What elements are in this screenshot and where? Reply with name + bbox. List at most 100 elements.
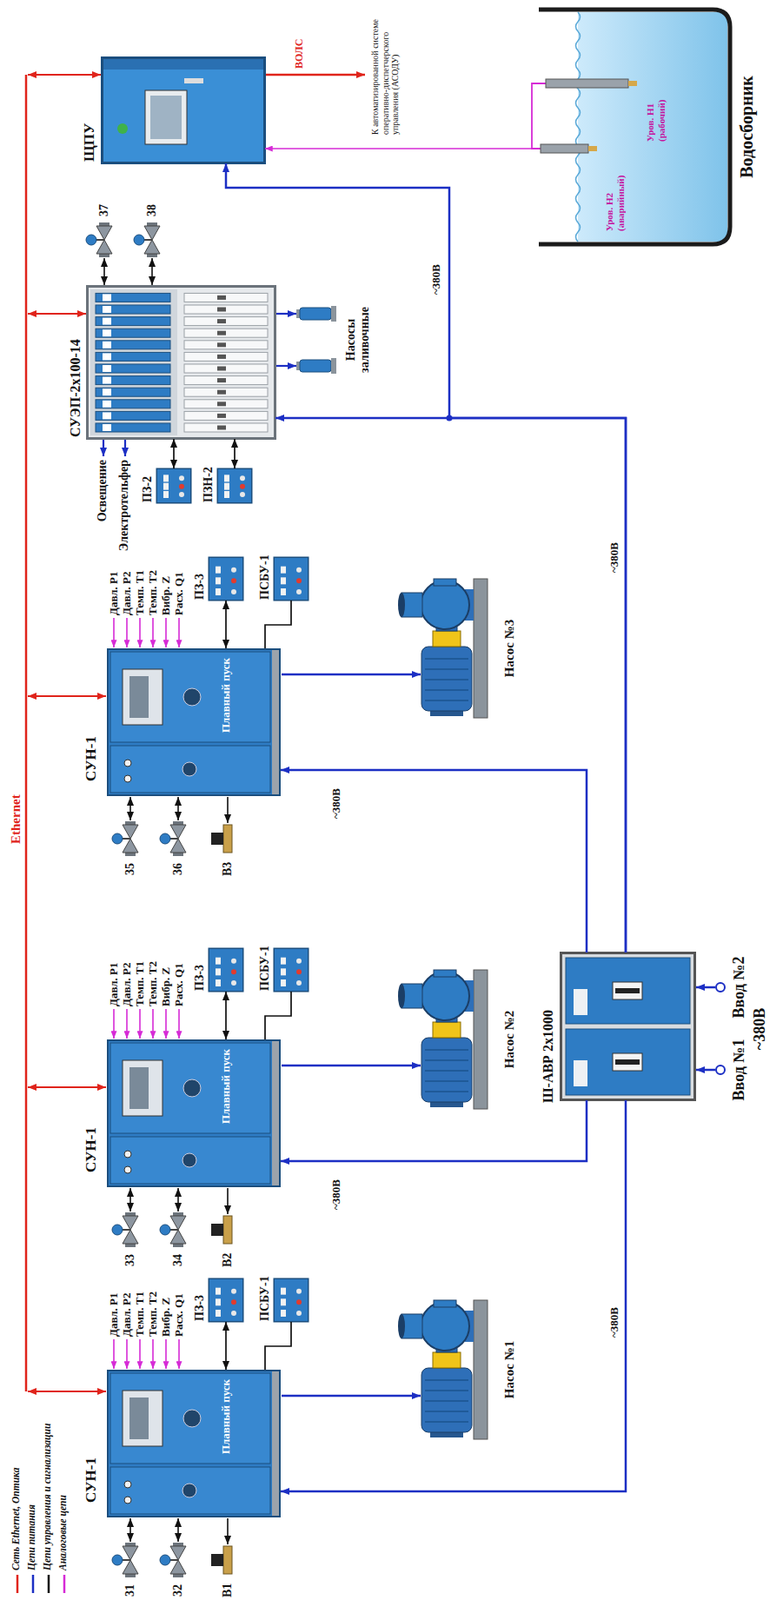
valve-body xyxy=(96,225,113,254)
suep-module-display xyxy=(102,424,112,432)
level-label: Уров. H1 (рабочий) xyxy=(644,87,667,142)
control-wire xyxy=(177,1187,180,1212)
link-label: ВОЛС xyxy=(293,39,306,69)
node-title: СУН-1 xyxy=(82,736,100,782)
motor-fin xyxy=(424,1420,469,1423)
control-line xyxy=(172,438,175,469)
suep-module-display xyxy=(102,388,112,396)
voltage-label: ~380В xyxy=(608,1305,622,1340)
protection-panel: ПЗН-2 xyxy=(217,468,253,504)
suep-module xyxy=(95,399,171,409)
suep-breaker xyxy=(184,387,268,397)
node-title: Водосборник xyxy=(736,9,757,245)
equipment-name: Насос №1 xyxy=(502,1317,518,1422)
suep-module-display xyxy=(102,318,112,326)
cabinet-door xyxy=(110,1373,271,1464)
panel-lamp xyxy=(239,491,246,498)
valve-body xyxy=(122,1215,139,1244)
analog-wire xyxy=(152,1008,154,1039)
suep-toggle xyxy=(217,354,226,359)
cabinet-knob xyxy=(183,1079,201,1097)
power-wire xyxy=(276,312,297,315)
suep-module-display xyxy=(102,341,112,349)
node-title: ПЗ-2 xyxy=(140,476,155,503)
voltage-label: ~380В xyxy=(430,262,444,297)
motor-fin xyxy=(424,1048,469,1051)
suep-module-display xyxy=(102,364,112,372)
panel-lamp xyxy=(239,484,246,490)
motor-fin xyxy=(424,678,469,681)
analog-wire xyxy=(152,1339,154,1369)
valve-flange xyxy=(146,222,158,226)
analog-wire xyxy=(165,1008,167,1039)
valve-flange xyxy=(172,1212,184,1216)
pump-volute xyxy=(420,580,470,630)
panel-body xyxy=(273,948,309,992)
valve-body xyxy=(122,824,139,853)
panel-lamp xyxy=(231,968,237,975)
pump-motor xyxy=(421,1037,472,1102)
protection-panel: ПЗ-3 xyxy=(208,1278,244,1322)
power-wire xyxy=(281,1394,421,1398)
pump-motor xyxy=(421,1367,472,1433)
control-wire xyxy=(226,1518,229,1545)
suep-toggle xyxy=(217,390,226,395)
pump-base xyxy=(473,578,488,718)
callout-number: 37 xyxy=(97,204,112,217)
ethernet-bus xyxy=(25,74,28,1392)
panel-indicator xyxy=(163,483,169,491)
solenoid-body xyxy=(223,1546,233,1574)
motor-cabinet: СУН-1Плавный пуск xyxy=(106,1369,281,1518)
suep-module xyxy=(95,351,171,361)
pump-flange xyxy=(398,592,405,618)
panel-lamp xyxy=(231,1299,237,1305)
panel-indicator xyxy=(280,957,286,965)
signal-name: Вибр. Z xyxy=(159,576,173,616)
control-line xyxy=(225,991,227,1040)
signal-name: Вибр. Z xyxy=(159,967,173,1007)
signal-name: Темп. T2 xyxy=(146,570,160,616)
signal-name: Давл. P1 xyxy=(107,1292,121,1337)
note: К автоматизированной системе оперативно-… xyxy=(370,4,401,135)
analog-wire xyxy=(152,617,154,648)
voltage-label: ~380В xyxy=(750,995,770,1062)
input-terminal xyxy=(716,982,725,992)
valve-flange xyxy=(125,1212,136,1216)
suep-module-display xyxy=(102,377,112,385)
cabinet-body xyxy=(106,1039,281,1188)
analog-wire xyxy=(139,617,141,648)
pump-volute xyxy=(420,1301,470,1351)
valve-body xyxy=(122,1546,139,1574)
sensor-wire xyxy=(531,83,546,149)
control-wire xyxy=(129,796,132,821)
cabinet-screen xyxy=(129,1067,149,1109)
panel-body xyxy=(208,1278,244,1322)
cabinet-door xyxy=(110,651,271,743)
suep-breaker xyxy=(184,399,268,409)
pump-suction xyxy=(433,1300,457,1308)
power-cabinet: СУЭП-2х100-14 xyxy=(86,285,276,439)
analog-line xyxy=(265,147,539,150)
cabinet-display xyxy=(122,669,163,725)
water-surface xyxy=(576,12,581,242)
power-wire xyxy=(281,1064,421,1068)
valve-actuator xyxy=(112,1224,123,1235)
panel-body xyxy=(208,948,244,992)
panel-lamp xyxy=(296,567,302,573)
signal-name: Расх. Q1 xyxy=(172,1293,186,1337)
cabinet-display xyxy=(122,1060,163,1116)
ats-cabinet: Ш-АВР 2х1000 xyxy=(560,952,696,1101)
panel-body xyxy=(273,1278,309,1322)
analog-wire xyxy=(178,1008,180,1039)
control-wire xyxy=(177,796,180,821)
signal-name: Давл. P1 xyxy=(107,962,121,1007)
panel-indicator xyxy=(215,1309,221,1317)
cabinet-lamp xyxy=(124,1496,132,1504)
motor-cabinet: СУН-1Плавный пуск xyxy=(106,1039,281,1188)
panel-lamp xyxy=(231,567,237,573)
panel-lamp xyxy=(231,958,237,964)
panel-indicator xyxy=(280,1287,286,1295)
pump-motor xyxy=(421,646,472,711)
valve-flange xyxy=(172,1573,184,1578)
consumer-name: Освещение xyxy=(95,459,110,599)
